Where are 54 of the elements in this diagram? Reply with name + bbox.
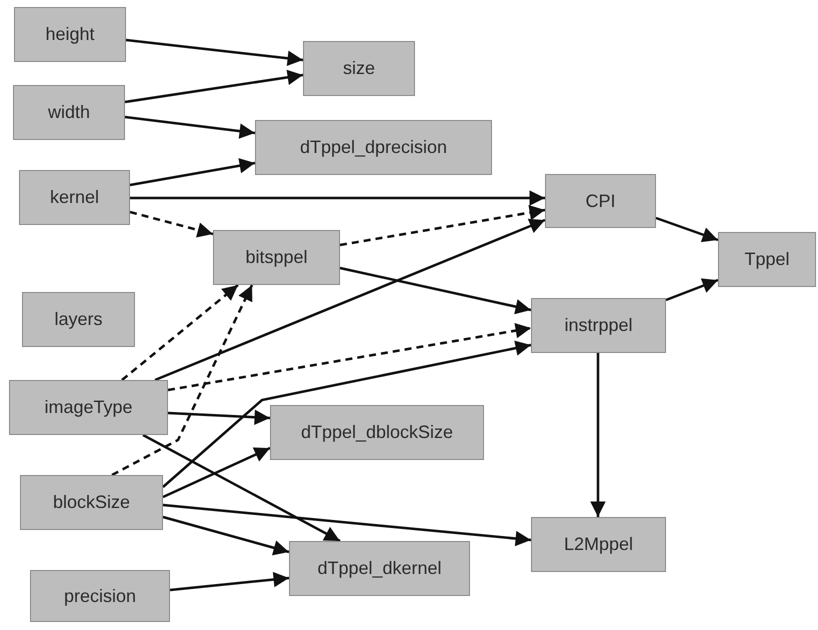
node-label: instrppel	[564, 315, 633, 336]
process-box	[531, 517, 666, 572]
arrow	[162, 340, 532, 488]
node-label: precision	[64, 586, 136, 606]
process-box	[270, 405, 484, 460]
process-box	[14, 7, 126, 62]
node-label: dTppel_dkernel	[317, 558, 442, 579]
node-label: blockSize	[52, 492, 130, 513]
process-box	[30, 570, 170, 622]
arrow	[111, 284, 254, 476]
arrow	[170, 572, 290, 592]
arrow	[162, 504, 532, 546]
arrow	[340, 205, 546, 246]
arrow	[666, 278, 718, 302]
process-box	[19, 170, 130, 225]
process-box	[531, 298, 666, 353]
node-label: width	[48, 102, 90, 123]
node-label: bitsppel	[245, 247, 308, 268]
node-label: dTppel_dblockSize	[300, 422, 454, 443]
node-label: kernel	[50, 187, 100, 208]
arrow	[162, 516, 290, 556]
process-box	[303, 41, 415, 96]
node-label: layers	[54, 309, 102, 330]
arrow	[124, 116, 256, 139]
process-box	[545, 174, 656, 228]
process-box	[9, 380, 168, 435]
arrow	[168, 323, 532, 392]
arrow	[656, 216, 718, 242]
node-label: L2Mppel	[564, 534, 634, 555]
arrow	[130, 210, 214, 238]
process-box	[13, 85, 125, 140]
arrow	[130, 158, 256, 186]
arrow	[340, 266, 532, 314]
arrow	[162, 446, 271, 498]
arrow	[168, 410, 270, 425]
node-label: size	[342, 58, 375, 79]
node-label: height	[45, 24, 95, 45]
node-label: Tppel	[744, 249, 790, 270]
node-label: CPI	[585, 190, 616, 212]
process-box	[20, 475, 163, 530]
arrow	[121, 284, 239, 381]
arrow	[124, 70, 304, 104]
process-box	[22, 292, 135, 347]
arrow	[126, 38, 304, 66]
process-box	[213, 230, 340, 285]
node-label: imageType	[44, 397, 133, 418]
arrow	[130, 190, 545, 206]
arrow	[154, 218, 546, 382]
node-label: dTppel_dprecision	[300, 137, 448, 158]
process-box	[718, 232, 816, 287]
arrow	[590, 353, 606, 517]
process-box	[255, 120, 492, 175]
process-box	[289, 541, 470, 596]
arrow	[142, 434, 341, 542]
